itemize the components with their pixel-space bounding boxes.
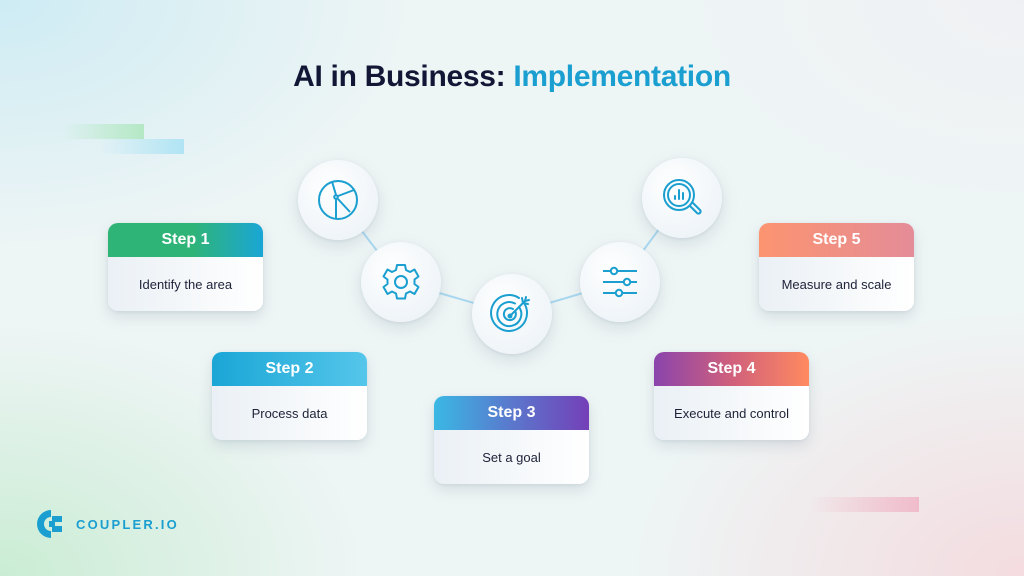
decorative-bar-green (60, 124, 144, 139)
step-2-text: Process data (251, 405, 328, 421)
step-card-1: Step 1 Identify the area (108, 223, 263, 311)
step-2-header: Step 2 (212, 352, 367, 386)
decorative-bar-pink (810, 497, 919, 512)
step-3-header: Step 3 (434, 396, 589, 430)
coupler-logo-icon (37, 510, 62, 538)
magnifier-chart-icon (663, 179, 702, 215)
step-1-header: Step 1 (108, 223, 263, 257)
gear-circle (361, 242, 441, 322)
coupler-logo-text: COUPLER.IO (76, 516, 179, 532)
step-5-text: Measure and scale (781, 276, 892, 292)
coupler-logo: COUPLER.IO (36, 509, 179, 539)
sliders-circle (580, 242, 660, 322)
gear-icon (382, 264, 420, 300)
magnifier-circle (642, 158, 722, 238)
target-circle (472, 274, 552, 354)
decorative-bar-blue (100, 139, 184, 154)
sliders-icon (603, 266, 637, 298)
title-accent: Implementation (513, 60, 731, 93)
step-card-4: Step 4 Execute and control (654, 352, 809, 440)
step-card-3: Step 3 Set a goal (434, 396, 589, 484)
step-5-header: Step 5 (759, 223, 914, 257)
step-1-text: Identify the area (138, 276, 233, 292)
step-card-5: Step 5 Measure and scale (759, 223, 914, 311)
step-3-text: Set a goal (482, 449, 541, 465)
step-4-text: Execute and control (674, 405, 789, 421)
pie-chart-circle (298, 160, 378, 240)
pie-chart-icon (318, 180, 358, 220)
step-card-2: Step 2 Process data (212, 352, 367, 440)
page-title: AI in Business: Implementation (0, 60, 1024, 94)
title-main: AI in Business: (293, 60, 514, 93)
step-4-header: Step 4 (654, 352, 809, 386)
target-icon (490, 293, 530, 332)
